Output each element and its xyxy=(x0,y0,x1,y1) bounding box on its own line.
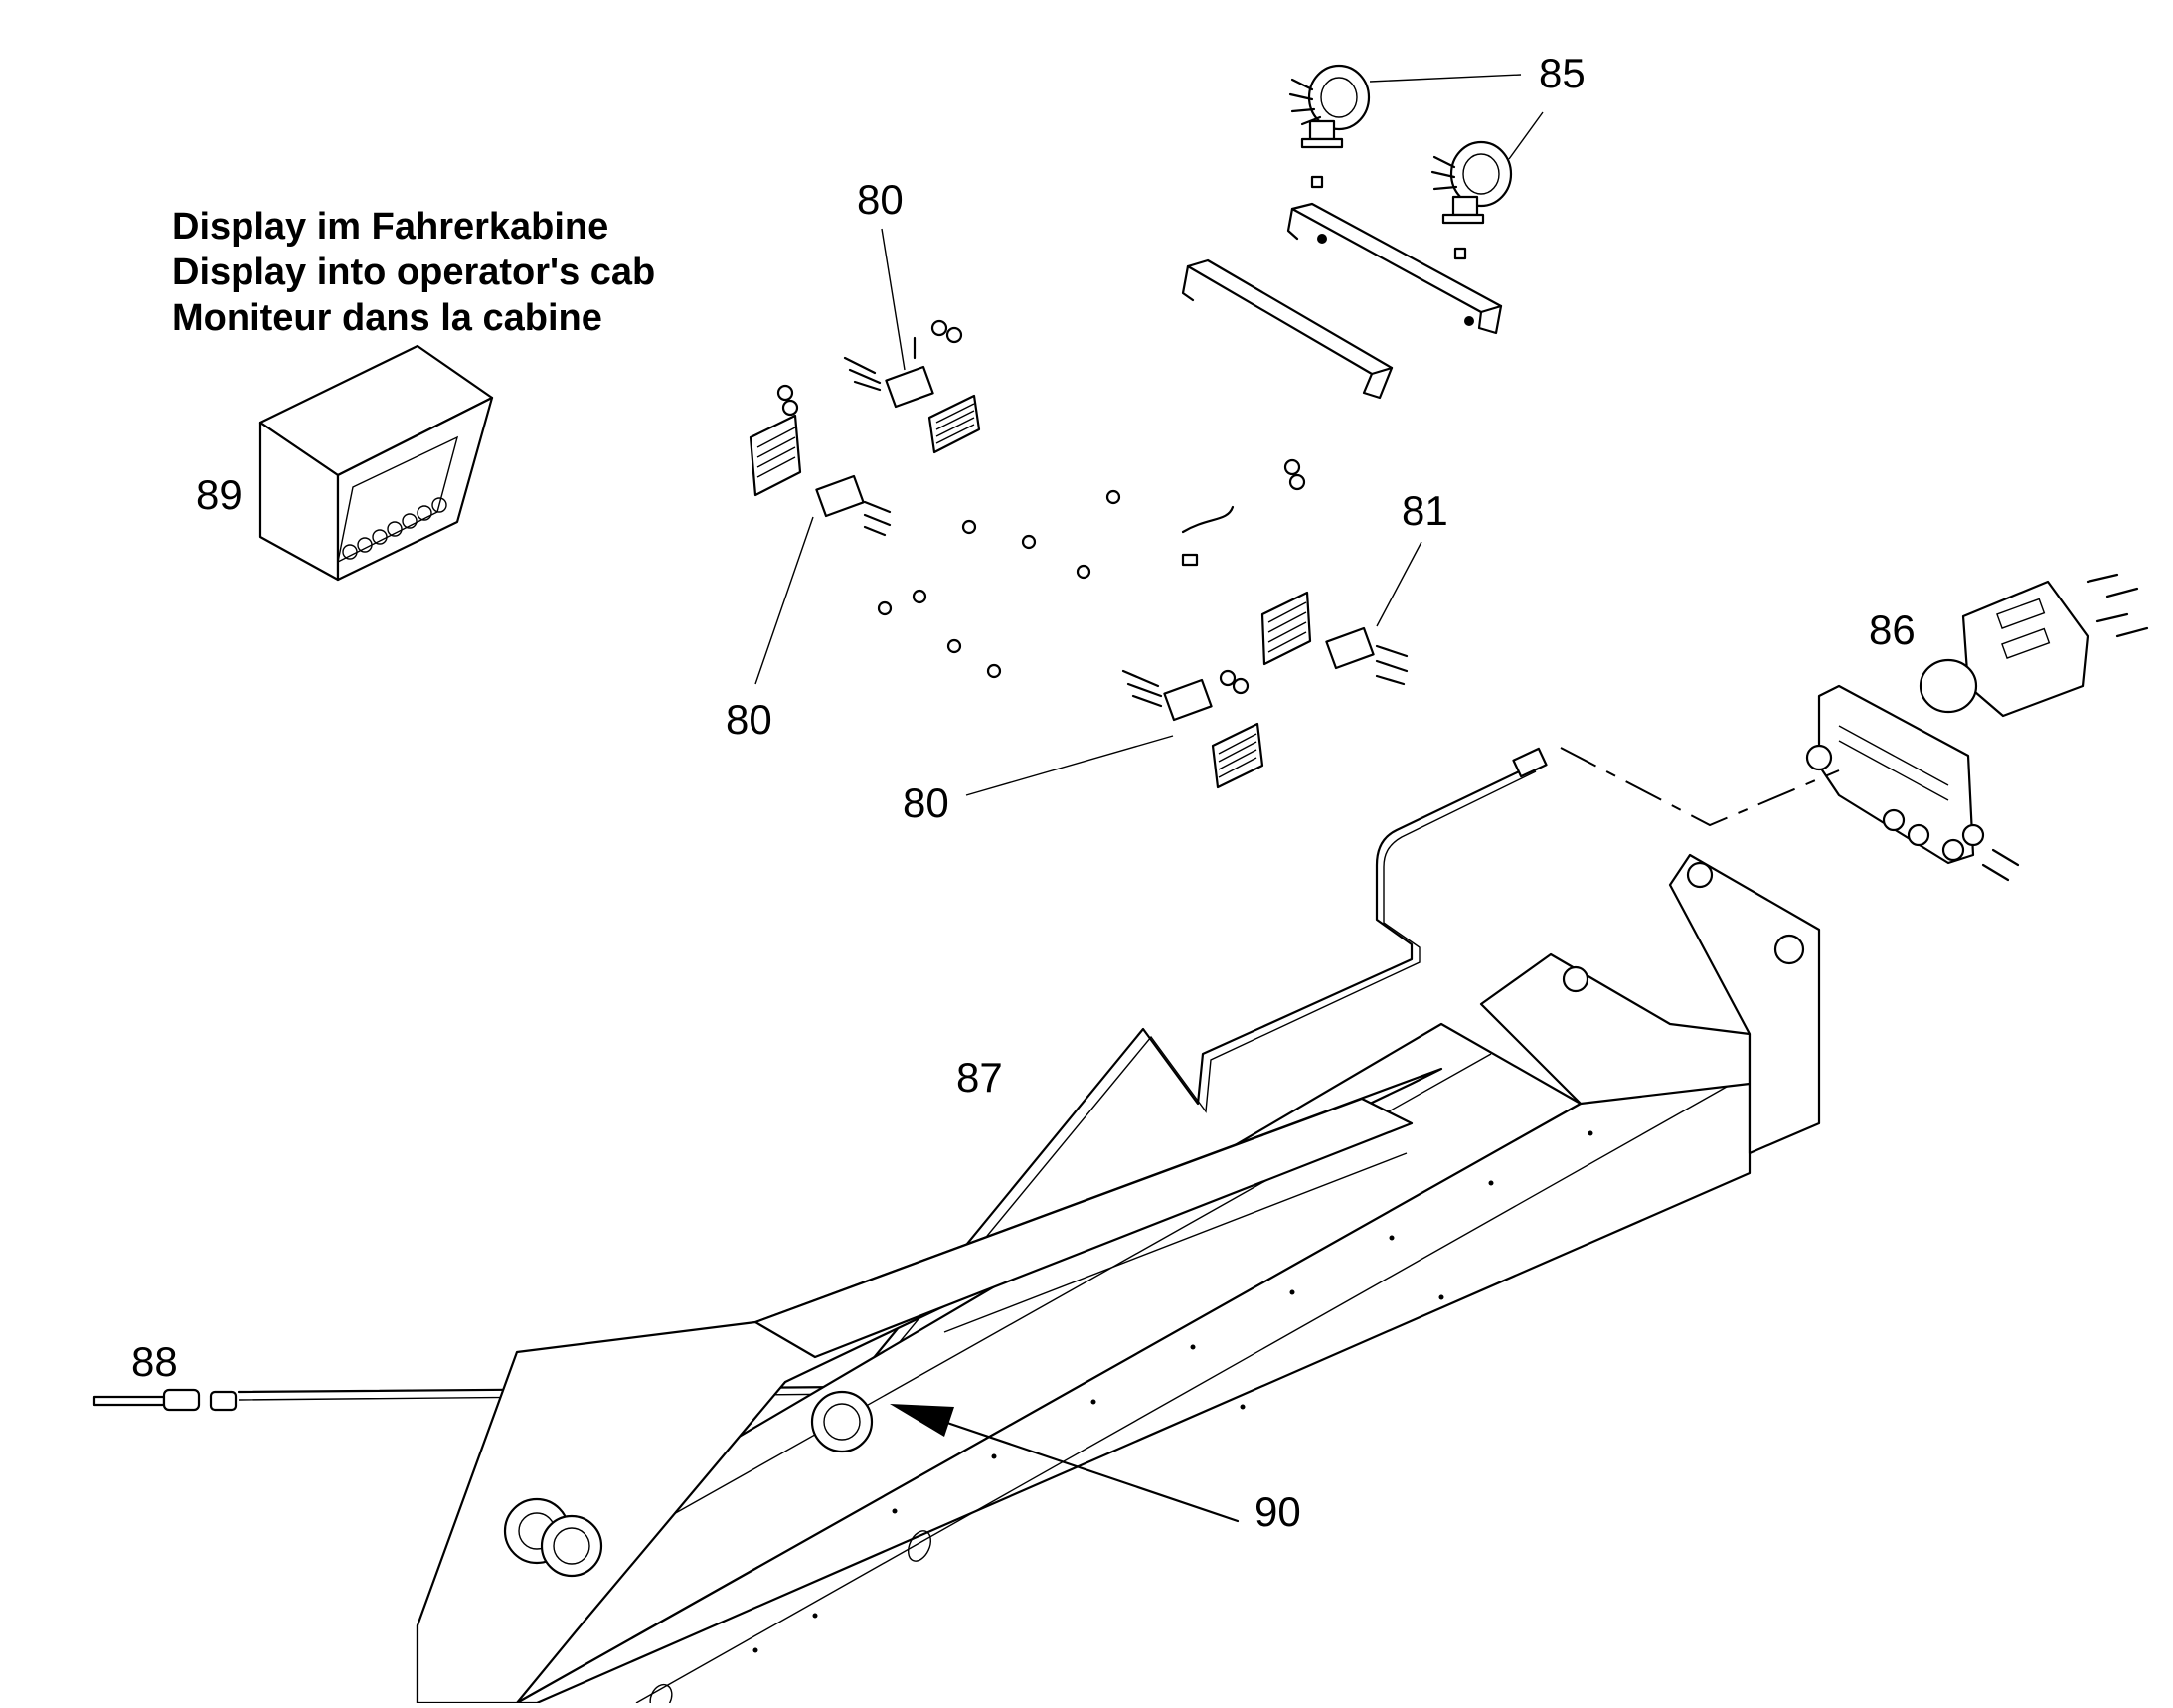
small-hardware xyxy=(776,319,1306,695)
callout-87: 87 xyxy=(956,1054,1003,1101)
cable-87 xyxy=(237,762,1538,1394)
cable-plug-88 xyxy=(92,1388,238,1412)
work-light-right xyxy=(1430,140,1513,260)
boom-rivets xyxy=(752,1130,1593,1653)
leader-80-bottom xyxy=(965,735,1174,796)
callout-90-arrow xyxy=(890,1404,1240,1523)
callout-90: 90 xyxy=(1254,1488,1301,1535)
leader-81 xyxy=(1376,541,1422,627)
callout-81: 81 xyxy=(1402,487,1448,534)
boom-structure xyxy=(416,853,1821,1708)
callout-85: 85 xyxy=(1539,50,1586,96)
cable-connector-top xyxy=(1512,747,1548,778)
camera-unit-80-bottom xyxy=(1121,669,1264,789)
caption-line-german: Display im Fahrerkabine xyxy=(172,206,608,248)
leader-85-a xyxy=(1369,74,1522,83)
caption-line-french: Moniteur dans la cabine xyxy=(172,297,602,339)
display-monitor xyxy=(258,344,494,582)
caption-line-english: Display into operator's cab xyxy=(172,252,655,293)
camera-unit-81 xyxy=(1260,591,1409,686)
display-caption: Display im Fahrerkabine Display into ope… xyxy=(172,206,655,339)
leader-80-top xyxy=(881,228,906,371)
callout-86: 86 xyxy=(1869,606,1916,653)
dash-link-line xyxy=(1560,747,1840,827)
callout-89: 89 xyxy=(196,471,243,518)
leader-80-left xyxy=(754,516,814,685)
callout-80-top: 80 xyxy=(857,176,904,223)
light-bracket-front xyxy=(1181,258,1394,400)
callout-80-bottom: 80 xyxy=(903,779,949,826)
callout-80-left: 80 xyxy=(726,696,772,743)
camera-86 xyxy=(1805,573,2149,882)
cable-87-inner xyxy=(238,770,1537,1401)
light-bracket-rear xyxy=(1286,202,1503,335)
leader-85-b xyxy=(1508,111,1544,160)
monitor-buttons xyxy=(342,497,447,560)
callout-88: 88 xyxy=(131,1338,178,1385)
camera-unit-80-top xyxy=(843,336,981,454)
camera-unit-80-left xyxy=(749,414,892,537)
work-light-left xyxy=(1288,64,1371,189)
